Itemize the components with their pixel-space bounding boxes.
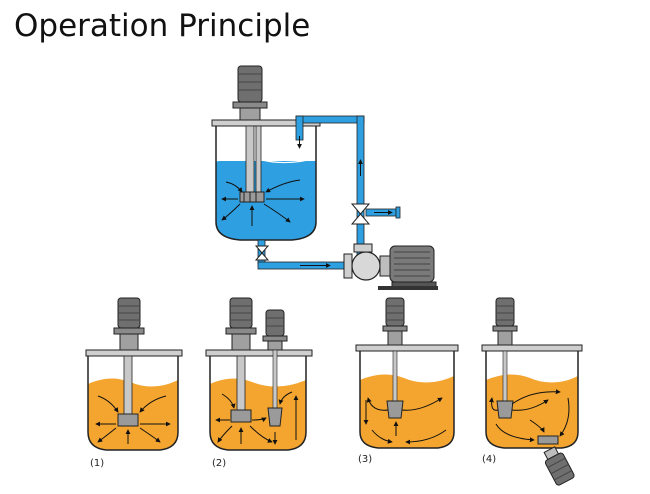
panel-4-label: (4) xyxy=(482,454,496,465)
panel-4-bottom-motor xyxy=(543,446,575,486)
panel-2-label: (2) xyxy=(212,458,226,469)
bottom-outlet xyxy=(254,239,351,270)
panel-2: (2) xyxy=(205,297,313,469)
recirculation-pump xyxy=(343,243,438,290)
panel-1-label: (1) xyxy=(90,458,104,469)
recirculation-system xyxy=(211,65,438,290)
panel-3: (3) xyxy=(355,297,459,465)
panel-4: (4) xyxy=(481,297,583,486)
top-tank xyxy=(215,125,317,241)
return-pipe xyxy=(295,115,365,257)
panel-1: (1) xyxy=(85,297,183,469)
three-way-valve xyxy=(350,203,401,225)
panel-3-label: (3) xyxy=(358,454,372,465)
top-mixer-motor xyxy=(232,65,268,121)
page-title: Operation Principle xyxy=(14,8,311,44)
